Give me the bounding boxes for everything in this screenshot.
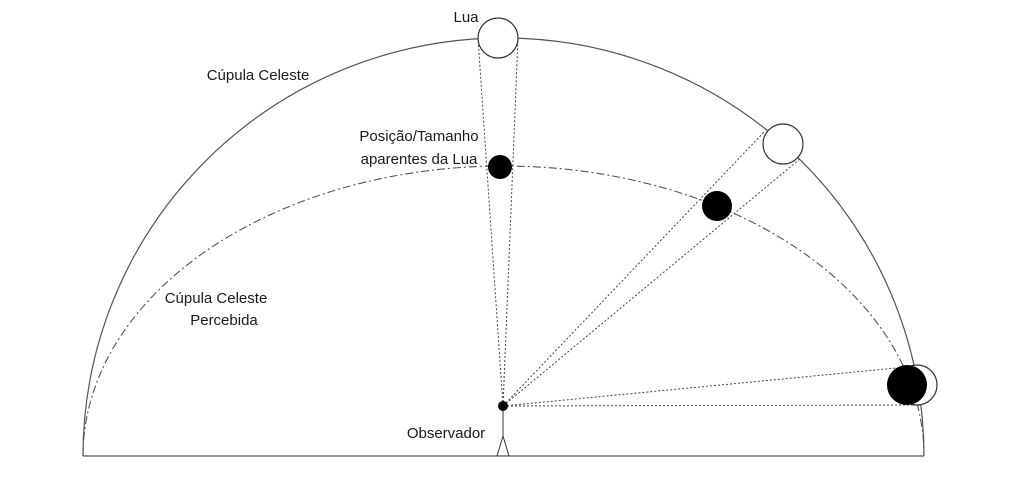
apparent-moon-horizon — [887, 365, 927, 405]
apparent-position-label-line1: Posição/Tamanho — [359, 128, 478, 145]
sight-line-horizon-bottom — [502, 404, 918, 407]
celestial-dome-label: Cúpula Celeste — [207, 67, 310, 84]
sight-line-horizon-top — [502, 365, 918, 407]
sight-line-top-right — [502, 37, 519, 407]
sight-line-mid-right — [502, 157, 802, 407]
apparent-moon-middle — [702, 191, 732, 221]
real-moon-zenith — [477, 17, 519, 59]
observer-head — [498, 401, 508, 411]
sight-line-mid-left — [502, 130, 766, 407]
real-moon-middle — [762, 123, 804, 165]
observer-legs — [496, 411, 510, 457]
apparent-position-label-line2: aparentes da Lua — [361, 151, 478, 168]
sight-line-top-left — [477, 37, 504, 407]
perceived-dome-label-line1: Cúpula Celeste — [165, 290, 268, 307]
apparent-moon-zenith — [488, 155, 512, 179]
observer-label: Observador — [407, 425, 485, 442]
moon-label: Lua — [453, 9, 479, 26]
perceived-dome-label-line2: Percebida — [190, 312, 258, 329]
